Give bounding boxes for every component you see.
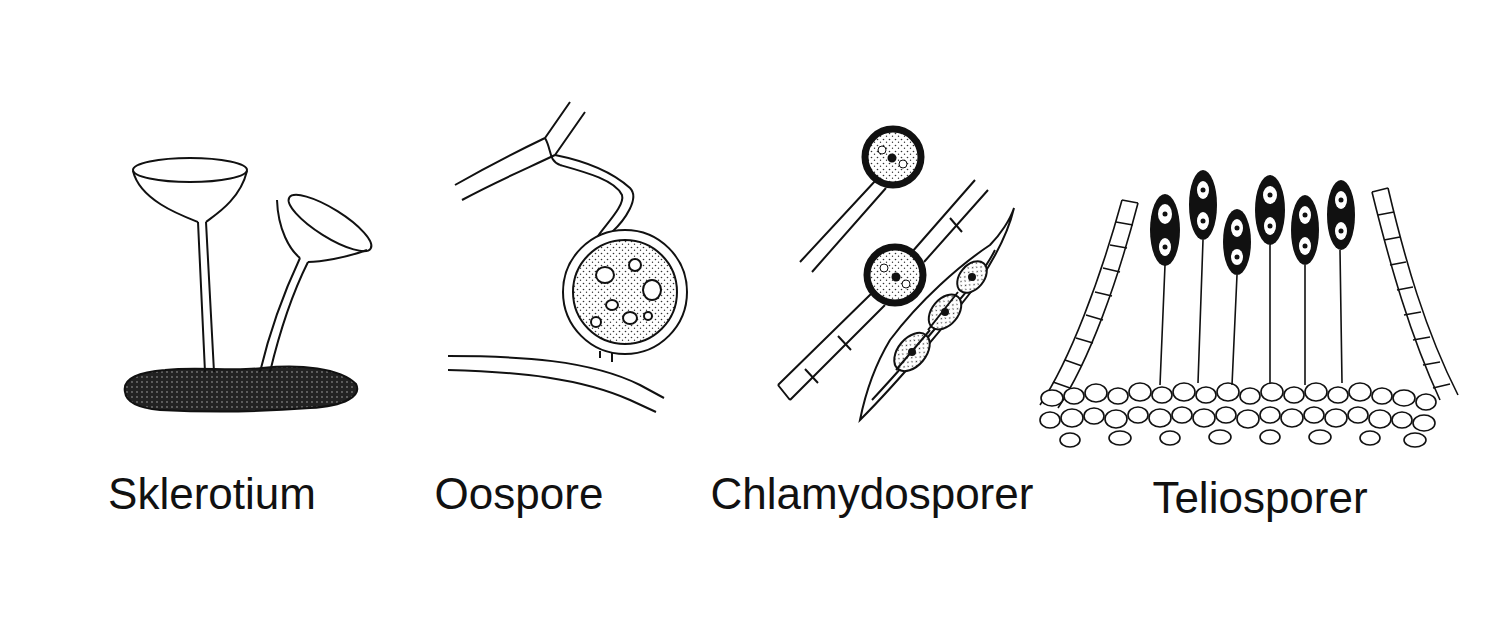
- structure-label: Chlamydosporer: [711, 470, 1034, 518]
- sclerotium-drawing: [125, 158, 378, 411]
- structure-label: Teliosporer: [1152, 474, 1367, 522]
- structure-label: Sklerotium: [108, 470, 316, 518]
- structure-label: Oospore: [435, 470, 604, 518]
- oospore-drawing: [448, 102, 687, 412]
- teliospores-drawing: [1040, 170, 1458, 447]
- chlamydospores-drawing: [778, 129, 1014, 420]
